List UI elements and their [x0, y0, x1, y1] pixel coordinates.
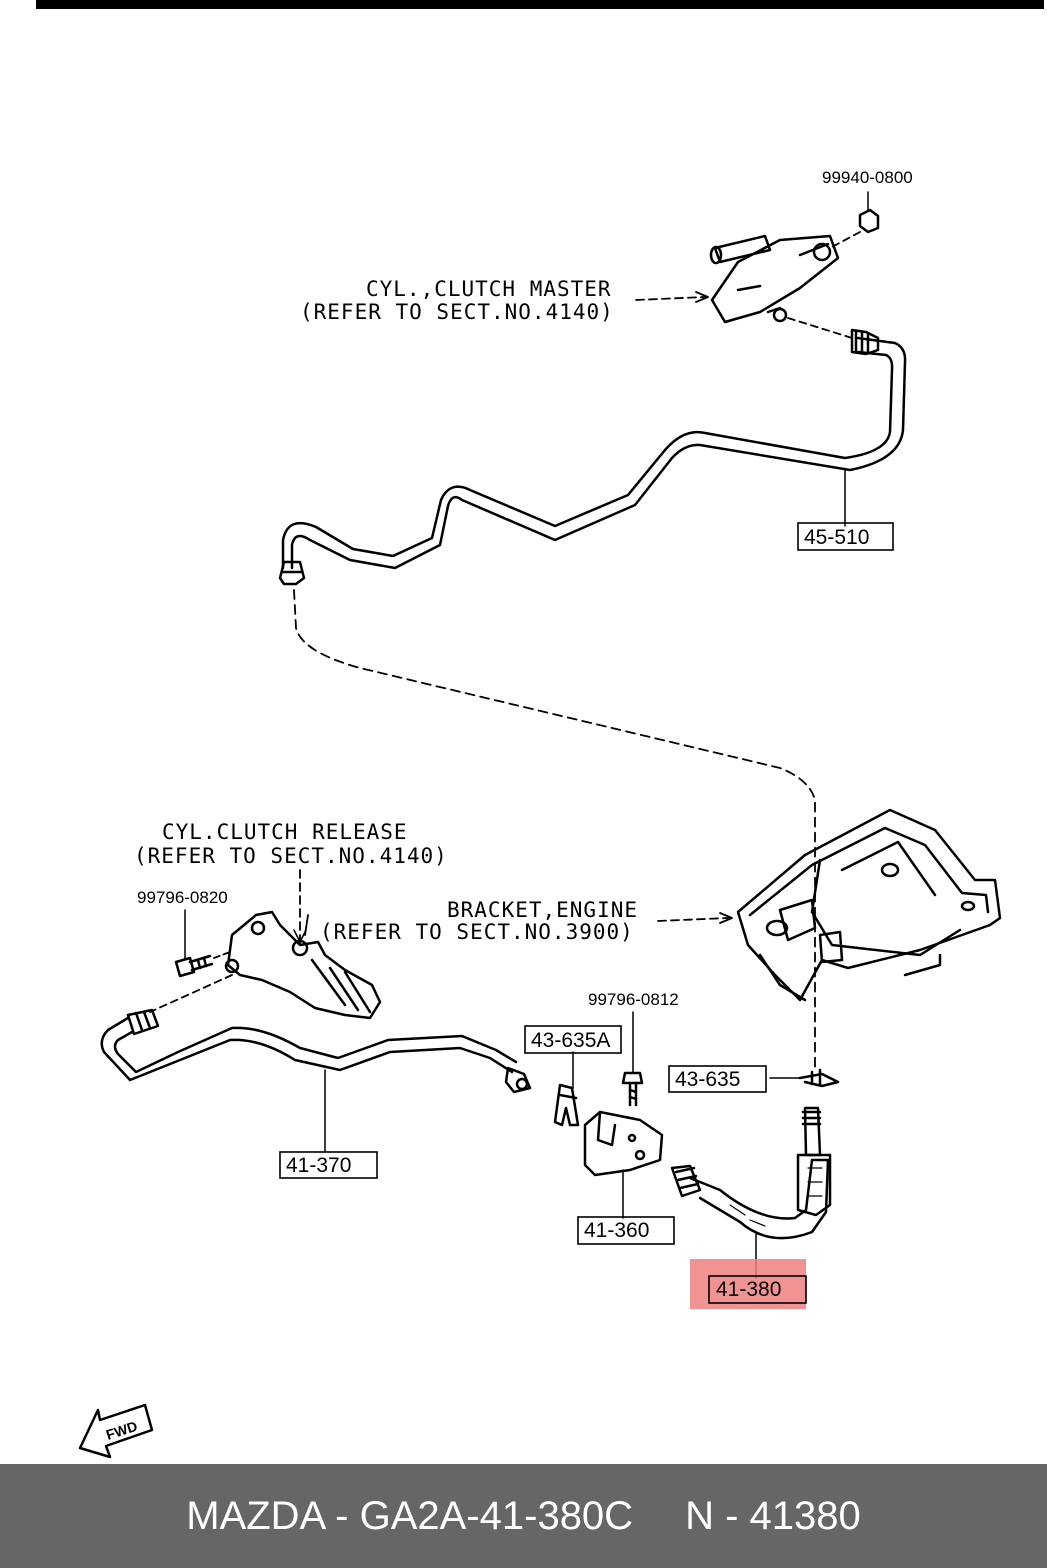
part-number-41-360[interactable]: 41-360	[584, 1219, 649, 1242]
fwd-label: FWD	[104, 1418, 139, 1443]
small-bracket	[583, 1110, 664, 1177]
clutch-release-cylinder	[224, 910, 382, 1020]
nut-icon	[858, 208, 880, 234]
bolt-left-part-number: 99796-0820	[137, 888, 228, 907]
release-cylinder-label: CYL.CLUTCH RELEASE	[162, 820, 408, 844]
clutch-pipe-lower	[100, 1016, 518, 1082]
part-number-41-380[interactable]: 41-380	[716, 1278, 781, 1301]
engine-bracket-label: BRACKET,ENGINE	[447, 898, 638, 922]
fwd-arrow-icon	[78, 1403, 154, 1459]
footer-reference-number: N - 41380	[685, 1493, 861, 1538]
clip-icon	[798, 1068, 840, 1088]
bolt-icon	[174, 954, 214, 978]
clip-icon	[553, 1083, 580, 1127]
engine-bracket	[736, 808, 1002, 1002]
clutch-master-cylinder	[709, 234, 840, 324]
clutch-hose	[670, 1106, 832, 1240]
part-number-43-635[interactable]: 43-635	[675, 1068, 740, 1091]
clutch-pipe-upper	[281, 336, 907, 570]
master-cylinder-label: CYL.,CLUTCH MASTER	[366, 277, 612, 301]
master-cylinder-reference: (REFER TO SECT.NO.4140)	[300, 300, 614, 324]
part-number-43-635a[interactable]: 43-635A	[531, 1029, 610, 1052]
footer-bar: MAZDA - GA2A-41-380C N - 41380	[0, 1464, 1047, 1568]
bolt-icon	[621, 1071, 644, 1107]
engine-bracket-reference: (REFER TO SECT.NO.3900)	[320, 920, 634, 944]
bolt-mid-part-number: 99796-0812	[588, 990, 679, 1009]
nut-part-number: 99940-0800	[822, 168, 913, 187]
part-number-41-370[interactable]: 41-370	[286, 1154, 351, 1177]
footer-part-number: MAZDA - GA2A-41-380C	[186, 1493, 634, 1538]
parts-diagram: 99940-0800 CYL.,CLUTCH MASTER (REFER TO …	[78, 168, 1002, 1459]
top-border	[36, 0, 1044, 9]
part-number-45-510[interactable]: 45-510	[804, 526, 869, 549]
release-cylinder-reference: (REFER TO SECT.NO.4140)	[134, 844, 448, 868]
